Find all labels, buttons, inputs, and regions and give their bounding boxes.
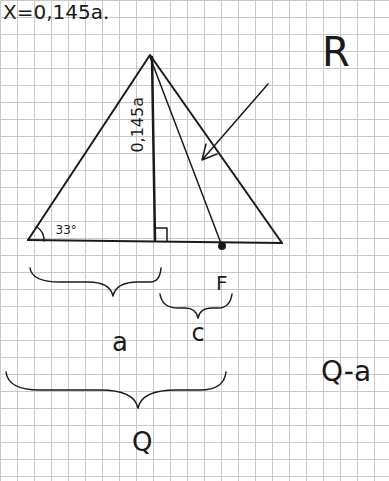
right-angle-mark bbox=[155, 228, 167, 241]
sketch-label: c bbox=[192, 320, 205, 346]
angle-arc bbox=[37, 227, 44, 241]
sketch-label: X=0,145a. bbox=[3, 1, 109, 23]
sketch-label: Q-a bbox=[321, 357, 371, 388]
height-line bbox=[152, 57, 155, 240]
sketch-label: R bbox=[322, 30, 350, 74]
sketch-label: F bbox=[216, 272, 228, 294]
triangle-sides bbox=[28, 55, 282, 243]
sketch-label: 33° bbox=[56, 224, 77, 237]
focus-point bbox=[218, 242, 226, 250]
apex-to-focus-line bbox=[150, 57, 222, 246]
brace-a bbox=[30, 268, 161, 296]
sketch-label: 0,145a bbox=[129, 97, 147, 153]
sketch-label: a bbox=[112, 328, 128, 357]
pointer-arrow bbox=[202, 84, 268, 160]
sketch-label: Q bbox=[132, 428, 152, 457]
brace-c bbox=[160, 294, 232, 318]
brace-q bbox=[6, 372, 226, 408]
